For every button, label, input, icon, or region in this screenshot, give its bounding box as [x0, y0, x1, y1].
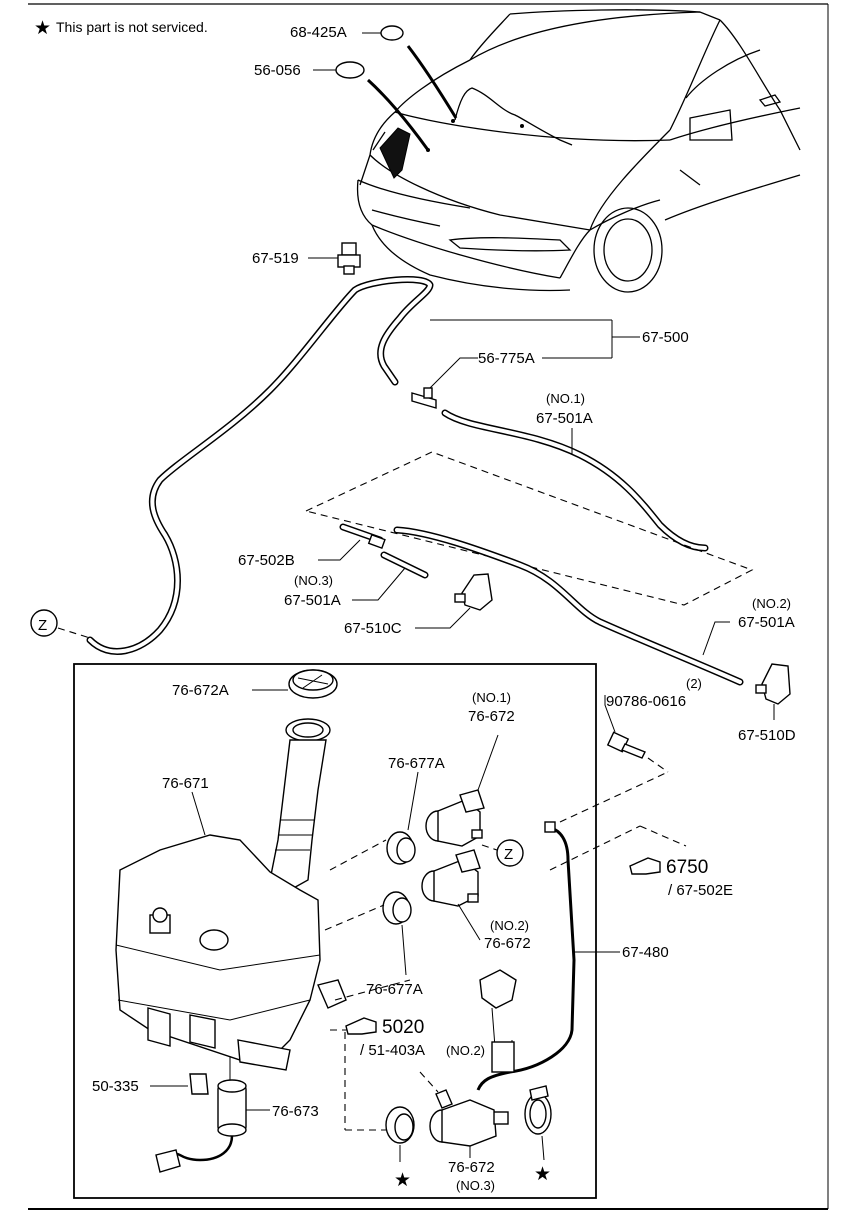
star-right-icon: ★: [534, 1164, 551, 1185]
clip-50-335: [150, 1073, 209, 1095]
grommet-76-677A-top: [386, 771, 419, 865]
ref-6750-number: 6750: [666, 857, 708, 878]
label-56-056: 56-056: [254, 62, 301, 79]
label-67-510D: 67-510D: [738, 727, 796, 744]
label-76-673: 76-673: [272, 1103, 319, 1120]
label-76-677A-bottom: 76-677A: [366, 981, 423, 998]
cap-56-056: [313, 61, 430, 151]
hose-67-501A-no2: [393, 526, 744, 686]
ref-6750-sub: / 67-502E: [668, 882, 733, 899]
label-90786-0616: 90786-0616: [606, 693, 686, 710]
label-76-672-no3-tag: (NO.3): [456, 1178, 495, 1193]
label-56-775A: 56-775A: [478, 350, 535, 367]
label-67-501A-no2: 67-501A: [738, 614, 795, 631]
pump-76-672-no3: [429, 1089, 509, 1158]
ref-5020-tag: (NO.2): [446, 1043, 485, 1058]
z-marker-top-label: Z: [38, 617, 47, 634]
label-67-510C: 67-510C: [344, 620, 402, 637]
label-68-425A: 68-425A: [290, 24, 347, 41]
ref-5020-number: 5020: [382, 1017, 424, 1038]
note-star-icon: ★: [34, 18, 51, 39]
hose-67-501A-no3: [352, 551, 429, 601]
hose-clamp-right: [524, 1085, 552, 1161]
harness-67-480: [476, 821, 596, 1091]
grommet-left: [385, 1106, 415, 1162]
washer-assembly-box: [73, 663, 597, 1199]
clip-67-519: [308, 242, 361, 275]
label-67-501A-no3-tag: (NO.3): [294, 573, 333, 588]
grommet-76-677A-bottom: [382, 891, 412, 976]
joint-67-502B: [318, 523, 386, 561]
label-76-672-no2-tag: (NO.2): [490, 918, 529, 933]
cap-76-672A: [252, 669, 338, 699]
label-90786-qty: (2): [686, 676, 702, 691]
ref-5020-hand-icon: [345, 1017, 377, 1035]
cap-68-425A: [362, 25, 458, 119]
joint-56-775A: [411, 357, 478, 409]
nozzle-67-510C: [415, 573, 493, 629]
bolt-90786-0616: [604, 695, 669, 773]
label-76-672-no1: 76-672: [468, 708, 515, 725]
label-67-480: 67-480: [622, 944, 669, 961]
label-76-672-no3: 76-672: [448, 1159, 495, 1176]
bracket-67-500: [430, 319, 640, 359]
label-76-672-no1-tag: (NO.1): [472, 690, 511, 705]
z-marker-bottom: [481, 839, 524, 867]
hose-67-501A-no1: [441, 409, 709, 552]
reservoir-76-671: [115, 718, 347, 1071]
vehicle-illustration: [356, 9, 801, 293]
pump-76-672-no2: [421, 849, 481, 941]
label-67-501A-no1: 67-501A: [536, 410, 593, 427]
note-text: This part is not serviced.: [56, 19, 208, 35]
ref-5020-sub: / 51-403A: [360, 1042, 425, 1059]
label-50-335: 50-335: [92, 1078, 139, 1095]
label-76-671: 76-671: [162, 775, 209, 792]
label-67-502B: 67-502B: [238, 552, 295, 569]
pump-76-672-no1: [425, 734, 499, 847]
label-67-500: 67-500: [642, 329, 689, 346]
ref-6750-hand-icon: [629, 857, 661, 875]
label-76-677A-top: 76-677A: [388, 755, 445, 772]
dashed-nozzle-group: [304, 451, 754, 606]
label-67-501A-no2-tag: (NO.2): [752, 596, 791, 611]
label-67-501A-no1-tag: (NO.1): [546, 391, 585, 406]
label-67-519: 67-519: [252, 250, 299, 267]
label-76-672A: 76-672A: [172, 682, 229, 699]
z-marker-bottom-label: Z: [504, 846, 513, 863]
label-67-501A-no3: 67-501A: [284, 592, 341, 609]
sensor-76-673: [155, 1056, 270, 1173]
dashed-leaders: [324, 771, 687, 1131]
nozzle-67-510D: [755, 663, 791, 720]
label-76-672-no2: 76-672: [484, 935, 531, 952]
star-left-icon: ★: [394, 1170, 411, 1191]
z-marker-top: [30, 609, 91, 639]
main-hose-67-500: [86, 276, 434, 655]
